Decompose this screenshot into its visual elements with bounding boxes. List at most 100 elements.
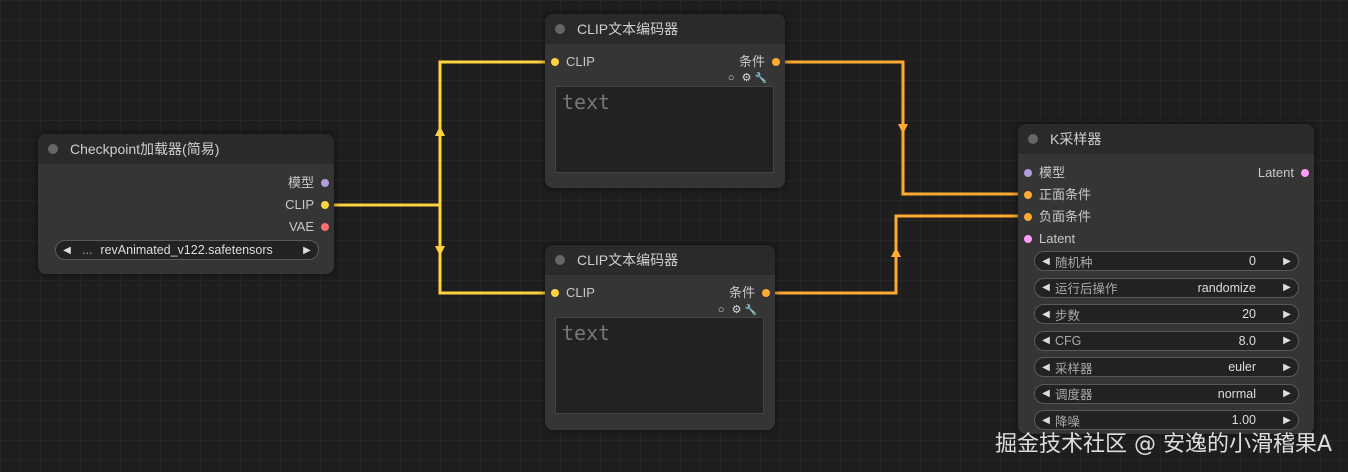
clip-text-encode-node-2[interactable]: CLIP文本编码器 CLIP 条件 ○ ⚙ 🔧 text [545, 245, 775, 430]
prompt-textarea[interactable]: text [555, 317, 764, 414]
checkpoint-loader-node[interactable]: Checkpoint加载器(简易) 模型 CLIP VAE ◀ ... revA… [38, 134, 334, 274]
node-badge-icons: ○ ⚙ 🔧 [718, 303, 757, 316]
input-slot-clip[interactable]: CLIP [551, 54, 595, 70]
ksampler-widget[interactable]: ◀ CFG 8.0 ▶ [1034, 330, 1299, 351]
positive-input-dot-icon[interactable] [1024, 191, 1032, 199]
widget-value: 0 [1249, 254, 1256, 268]
clip-encode-title-text: CLIP文本编码器 [577, 21, 679, 37]
left-arrow-icon[interactable]: ◀ [1042, 282, 1050, 293]
left-arrow-icon[interactable]: ◀ [1042, 308, 1050, 320]
clip-encode-title-text: CLIP文本编码器 [577, 252, 679, 268]
widget-label: 随机种 [1055, 255, 1093, 270]
left-arrow-icon[interactable]: ◀ [1042, 335, 1050, 346]
link-arrow-up-1 [435, 126, 445, 136]
watermark: 掘金技术社区 @ 安逸的小滑稽果A [994, 432, 1332, 457]
right-arrow-icon[interactable]: ▶ [1283, 308, 1291, 320]
input-slot-label: Latent [1039, 231, 1076, 246]
input-slot-clip[interactable]: CLIP [551, 285, 595, 301]
collapse-dot-icon[interactable] [555, 255, 565, 265]
gear-icon: ⚙ [741, 72, 752, 84]
left-arrow-icon[interactable]: ◀ [1042, 414, 1050, 426]
input-slot-label: 正面条件 [1039, 187, 1092, 202]
input-slot-latent[interactable]: Latent [1024, 231, 1076, 247]
latent-input-dot-icon[interactable] [1024, 235, 1032, 243]
input-slot-label: CLIP [566, 54, 595, 69]
widget-label: 采样器 [1055, 361, 1093, 376]
ksampler-widget[interactable]: ◀ 降噪 1.00 ▶ [1034, 410, 1299, 430]
link-arrow-down-2 [898, 124, 908, 134]
left-arrow-icon[interactable]: ◀ [63, 244, 71, 256]
widget-value: 1.00 [1231, 413, 1256, 427]
widget-value: 8.0 [1238, 333, 1256, 348]
model-output-dot-icon[interactable] [321, 179, 329, 187]
latent-output-dot-icon[interactable] [1301, 169, 1309, 177]
clip-input-dot-icon[interactable] [551, 58, 559, 66]
right-arrow-icon[interactable]: ▶ [1283, 255, 1291, 267]
output-slot-clip[interactable]: CLIP [285, 197, 329, 213]
right-arrow-icon[interactable]: ▶ [303, 244, 311, 256]
circle-icon: ○ [727, 72, 735, 84]
right-arrow-icon[interactable]: ▶ [1283, 414, 1291, 426]
widget-label: 降噪 [1055, 414, 1081, 429]
left-arrow-icon[interactable]: ◀ [1042, 361, 1050, 373]
ckpt-name-combo[interactable]: ◀ ... revAnimated_v122.safetensors ▶ [55, 240, 319, 260]
clip-input-dot-icon[interactable] [551, 289, 559, 297]
conditioning-output-dot-icon[interactable] [772, 58, 780, 66]
output-slot-label: Latent [1257, 165, 1294, 180]
right-arrow-icon[interactable]: ▶ [1283, 282, 1291, 293]
negative-input-dot-icon[interactable] [1024, 213, 1032, 221]
widget-label: CFG [1055, 333, 1082, 348]
link-arrow-up-2 [891, 247, 901, 257]
link-arrow-down-1 [435, 246, 445, 256]
collapse-dot-icon[interactable] [48, 144, 58, 154]
right-arrow-icon[interactable]: ▶ [1283, 335, 1291, 346]
input-slot-label: 模型 [1039, 165, 1066, 180]
link-clip-to-encoder-2 [325, 203, 553, 295]
left-arrow-icon[interactable]: ◀ [1042, 255, 1050, 267]
left-arrow-icon[interactable]: ◀ [1042, 388, 1050, 399]
input-slot-negative[interactable]: 负面条件 [1024, 209, 1092, 225]
collapse-dot-icon[interactable] [555, 24, 565, 34]
gear-icon: ⚙ [731, 304, 742, 316]
model-input-dot-icon[interactable] [1024, 169, 1032, 177]
output-slot-model[interactable]: 模型 [287, 175, 329, 191]
clip-encode-title[interactable]: CLIP文本编码器 [545, 14, 785, 44]
output-slot-conditioning[interactable]: 条件 [728, 285, 770, 301]
collapse-dot-icon[interactable] [1028, 134, 1038, 144]
ksampler-widget[interactable]: ◀ 随机种 0 ▶ [1034, 251, 1299, 271]
clip-encode-title[interactable]: CLIP文本编码器 [545, 245, 775, 275]
input-slot-model[interactable]: 模型 [1024, 165, 1066, 181]
ksampler-title-text: K采样器 [1050, 131, 1102, 147]
input-slot-label: 负面条件 [1039, 209, 1092, 224]
output-slot-label: CLIP [285, 197, 314, 212]
checkpoint-loader-title[interactable]: Checkpoint加载器(简易) [38, 134, 334, 164]
right-arrow-icon[interactable]: ▶ [1283, 361, 1291, 373]
output-slot-label: 模型 [287, 175, 314, 190]
clip-output-dot-icon[interactable] [321, 201, 329, 209]
output-slot-vae[interactable]: VAE [289, 219, 329, 235]
output-slot-latent[interactable]: Latent [1257, 165, 1309, 181]
widget-value: normal [1217, 386, 1256, 401]
output-slot-conditioning[interactable]: 条件 [738, 54, 780, 70]
clip-text-encode-node-1[interactable]: CLIP文本编码器 CLIP 条件 ○ ⚙ 🔧 text [545, 14, 785, 188]
input-slot-positive[interactable]: 正面条件 [1024, 187, 1092, 203]
widget-value: euler [1228, 360, 1256, 374]
vae-output-dot-icon[interactable] [321, 223, 329, 231]
widget-value: randomize [1197, 280, 1256, 295]
prompt-textarea[interactable]: text [555, 86, 774, 173]
link-cond-to-negative [765, 214, 1028, 295]
ckpt-name-value: revAnimated_v122.safetensors [100, 243, 273, 257]
conditioning-output-dot-icon[interactable] [762, 289, 770, 297]
settings-icon: 🔧 [754, 73, 767, 84]
ckpt-prefix: ... [82, 243, 93, 257]
widget-value: 20 [1242, 307, 1256, 321]
output-slot-label: 条件 [728, 285, 755, 300]
ksampler-title[interactable]: K采样器 [1018, 124, 1314, 154]
right-arrow-icon[interactable]: ▶ [1283, 388, 1291, 399]
output-slot-label: 条件 [738, 54, 765, 69]
ksampler-widget[interactable]: ◀ 采样器 euler ▶ [1034, 357, 1299, 377]
